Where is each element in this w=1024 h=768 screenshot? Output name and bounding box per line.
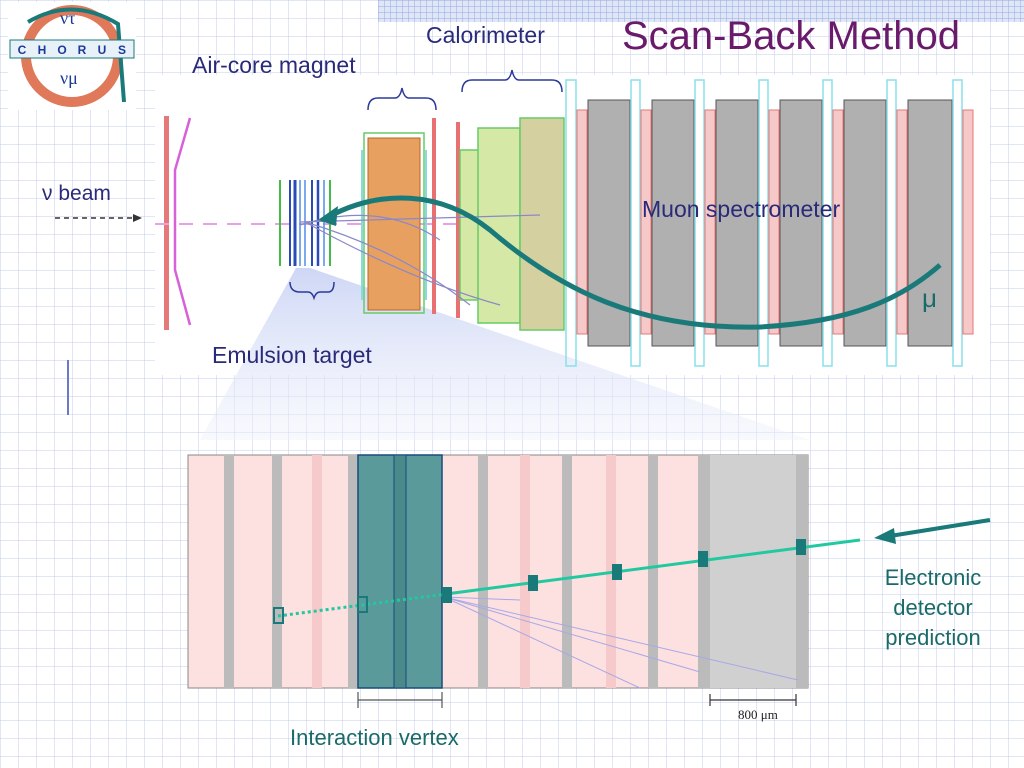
logo-letter: S [118, 43, 126, 57]
magnet-core [367, 137, 421, 311]
title-bar-stripe [378, 0, 1024, 22]
logo-letter: O [57, 43, 66, 57]
chorus-logo: C H O R U S ντ νμ [8, 2, 136, 110]
muon-spectrometer [565, 79, 974, 367]
logo-letter: R [78, 43, 87, 57]
air-core-magnet-label: Air-core magnet [192, 52, 356, 78]
muon-symbol-label: μ [922, 283, 937, 313]
emulsion-target-label: Emulsion target [212, 342, 372, 368]
electronic-detector-prediction-label: Electronic detector prediction [884, 565, 982, 650]
logo-letter: C [18, 43, 27, 57]
muon-track [328, 195, 942, 330]
logo-nu-mu: νμ [60, 68, 78, 88]
calorimeter-label: Calorimeter [426, 22, 545, 48]
calorimeter-front-plate [456, 122, 460, 318]
zoom-secondary-tracks [443, 596, 799, 689]
calorimeter-brace [461, 69, 563, 93]
calorimeter-section-3 [519, 117, 565, 331]
magnet-brace [367, 87, 437, 111]
muon-track-arrowhead [318, 206, 338, 226]
zoom-projection [200, 268, 810, 440]
secondary-tracks [299, 214, 541, 306]
logo-nu-tau: ντ [60, 8, 75, 28]
scale-bar-label: 800 μm [738, 707, 778, 722]
logo-letter: H [38, 43, 47, 57]
magnet-back-plate [432, 118, 436, 314]
scanback-dotted-track [277, 592, 447, 618]
emulsion-zoom-panel [187, 454, 809, 689]
interaction-vertex-label: Interaction vertex [290, 725, 459, 750]
beam-label: ν beam [42, 182, 111, 205]
calorimeter-section-1 [459, 149, 481, 301]
muon-spectrometer-label: Muon spectrometer [642, 196, 841, 222]
logo-letter: U [98, 43, 107, 57]
veto-frame [173, 117, 192, 326]
track-hits [442, 539, 806, 603]
emulsion-brace [289, 281, 335, 301]
hit-not-found-2 [273, 607, 284, 624]
prediction-arrowhead [874, 528, 896, 544]
predicted-track [445, 538, 861, 596]
beam-arrowhead [133, 214, 142, 222]
hit-not-found-1 [357, 596, 368, 613]
magnet-outline [363, 132, 425, 314]
slide-title: Scan-Back Method [622, 14, 960, 58]
prediction-arrow-line [889, 518, 991, 538]
